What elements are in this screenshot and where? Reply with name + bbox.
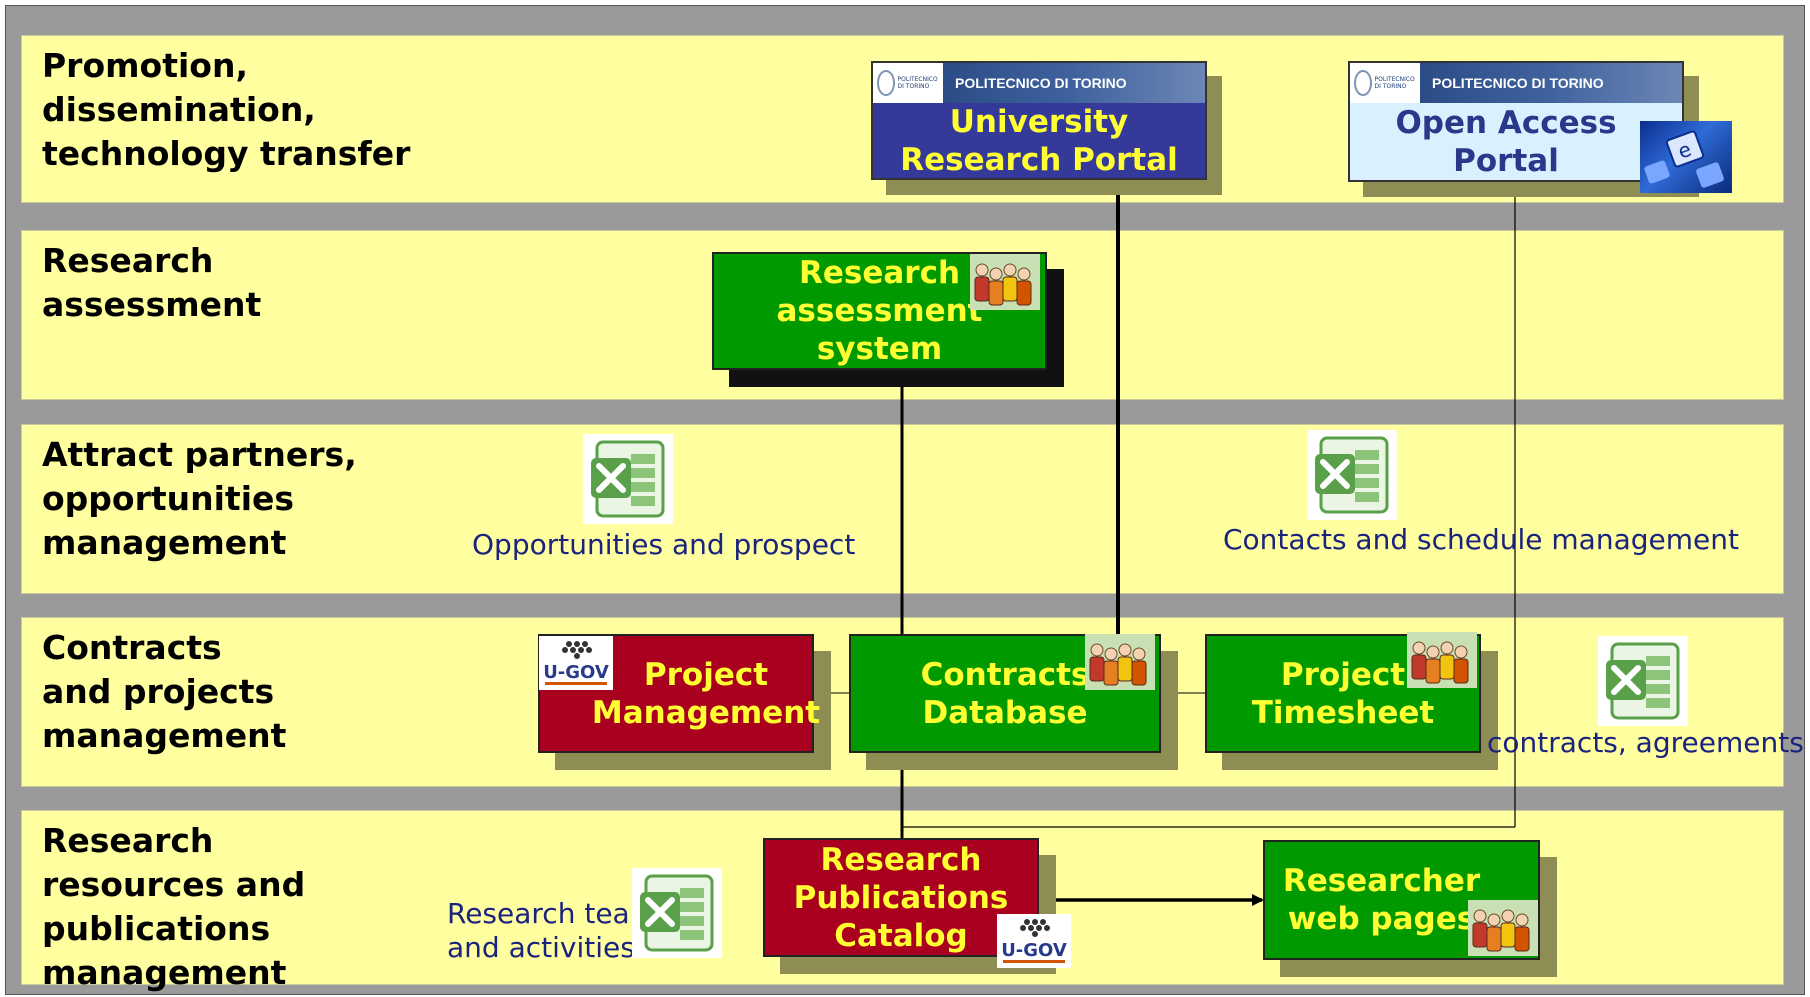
svg-text:U-GOV: U-GOV [543,662,609,683]
polito-seal-icon [877,70,895,96]
band-partners: Attract partners, opportunities manageme… [21,424,1784,594]
opportunities-label: Opportunities and prospect [472,528,856,561]
research-team-label: Research team and activities [447,897,657,964]
polito-logo-text: POLITECNICO DI TORINO [897,76,938,90]
portal-header-text: POLITECNICO DI TORINO [1432,75,1604,91]
university-research-portal[interactable]: POLITECNICO DI TORINO POLITECNICO DI TOR… [871,61,1207,180]
excel-spreadsheet-icon [583,434,673,524]
excel-spreadsheet-icon [1307,430,1397,520]
research-assessment-system-box[interactable]: Research assessment system [712,252,1047,370]
ugov-logo: U-GOV [997,914,1071,968]
project-timesheet-label: Project Timesheet [1251,656,1435,731]
research-publications-catalog-label: Research Publications Catalog [793,841,1009,954]
contracts-agreements-label: contracts, agreements [1487,726,1804,759]
research-assessment-system-label: Research assessment system [776,255,983,367]
band-label-contracts: Contracts and projects management [42,628,287,755]
ugov-logo: U-GOV [539,636,613,690]
band-label-partners: Attract partners, opportunities manageme… [42,435,357,562]
excel-spreadsheet-icon [1598,636,1688,726]
portal-header: POLITECNICO DI TORINO POLITECNICO DI TOR… [873,63,1205,103]
contracts-database-label: Contracts Database [920,656,1090,731]
contacts-label: Contacts and schedule management [1223,523,1739,556]
people-group-icon [1407,632,1477,688]
research-publications-catalog-box[interactable]: Research Publications Catalog [763,838,1039,957]
band-label-promotion: Promotion, dissemination, technology tra… [42,46,411,173]
people-group-icon [1085,634,1155,690]
researcher-web-pages-label: Researcher web pages [1282,863,1481,937]
excel-spreadsheet-icon [632,868,722,958]
polito-seal-icon [1354,70,1372,96]
project-management-label: Project Management [591,656,821,731]
people-group-icon [970,254,1040,310]
band-label-assessment: Research assessment [42,241,262,324]
open-access-portal-title: Open Access Portal [1350,103,1682,180]
polito-logo: POLITECNICO DI TORINO [873,63,943,103]
polito-logo: POLITECNICO DI TORINO [1350,63,1420,103]
portal-header-text: POLITECNICO DI TORINO [955,75,1127,91]
band-label-resources: Research resources and publications mana… [42,821,306,992]
keyboard-e-key-icon: e [1640,121,1732,193]
open-access-portal[interactable]: POLITECNICO DI TORINO POLITECNICO DI TOR… [1348,61,1684,182]
university-research-portal-title: University Research Portal [873,103,1205,178]
svg-text:U-GOV: U-GOV [1001,940,1067,961]
people-group-icon [1468,900,1538,956]
polito-logo-text: POLITECNICO DI TORINO [1374,76,1415,90]
portal-header: POLITECNICO DI TORINO POLITECNICO DI TOR… [1350,63,1682,103]
